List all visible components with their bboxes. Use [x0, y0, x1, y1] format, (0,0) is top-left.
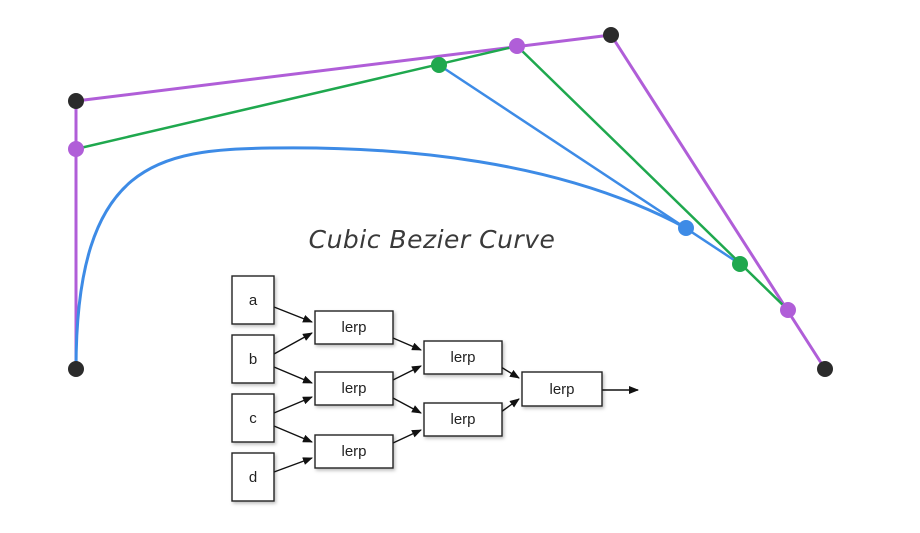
lerp-point-green [732, 256, 748, 272]
arrow [392, 365, 422, 381]
control-point-p1 [68, 93, 84, 109]
arrow [392, 429, 422, 444]
lerp-label: lerp [450, 411, 475, 428]
lerp-box: lerp [314, 434, 394, 469]
lerp-point-purple [509, 38, 525, 54]
input-box-d: d [231, 452, 275, 502]
lerp-label: lerp [341, 380, 366, 397]
lerp-box: lerp [423, 402, 503, 437]
level2-segments [75, 44, 789, 311]
arrow [273, 332, 313, 355]
input-box-c: c [231, 393, 275, 443]
lerp-point-purple [780, 302, 796, 318]
arrow [273, 396, 313, 414]
lerp-box: lerp [314, 310, 394, 345]
input-label: d [249, 469, 257, 486]
arrow [500, 398, 520, 413]
lerp-point-green [431, 57, 447, 73]
control-polygon [74, 33, 827, 370]
input-box-a: a [231, 275, 275, 325]
arrow [392, 397, 422, 414]
input-label: a [249, 292, 258, 309]
control-point-p0 [68, 361, 84, 377]
arrow [500, 366, 520, 379]
control-point-p3 [817, 361, 833, 377]
arrow [273, 306, 313, 323]
arrow [392, 337, 422, 351]
arrow [273, 457, 313, 473]
lerp-box: lerp [521, 371, 603, 407]
lerp-label: lerp [450, 349, 475, 366]
input-label: c [249, 410, 257, 427]
lerp-label: lerp [549, 381, 574, 398]
diagram-title: Cubic Bezier Curve [309, 225, 556, 254]
arrow [273, 425, 313, 443]
arrow [273, 366, 313, 384]
lerp-box: lerp [423, 340, 503, 375]
control-point-p2 [603, 27, 619, 43]
input-box-b: b [231, 334, 275, 384]
bezier-curve [74, 146, 687, 370]
curve-point [678, 220, 694, 236]
lerp-point-purple [68, 141, 84, 157]
lerp-label: lerp [341, 319, 366, 336]
input-label: b [249, 351, 257, 368]
lerp-box: lerp [314, 371, 394, 406]
lerp-label: lerp [341, 443, 366, 460]
